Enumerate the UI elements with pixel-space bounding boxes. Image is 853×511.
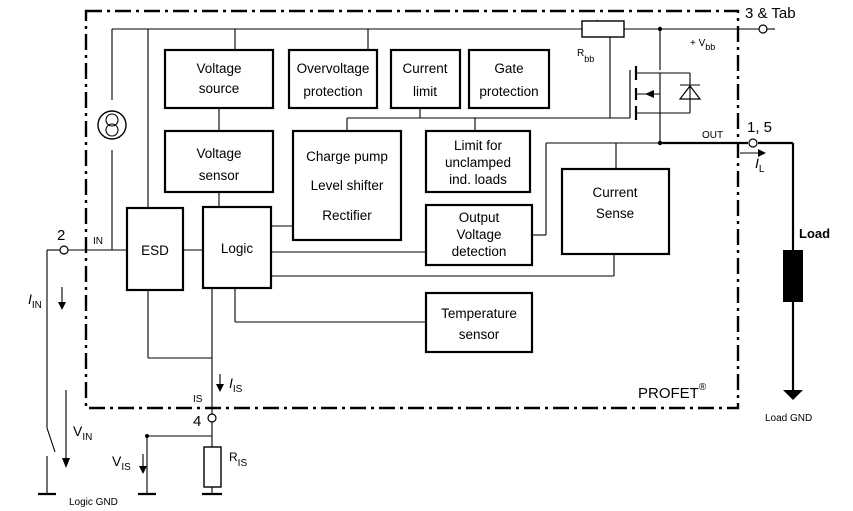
- voltage-sensor-block: Voltage sensor: [163, 129, 275, 194]
- rbb-label: Rbb: [577, 48, 594, 64]
- svg-text:Voltage: Voltage: [456, 227, 501, 242]
- vis-label: VIS: [112, 453, 131, 473]
- svg-text:unclamped: unclamped: [445, 155, 511, 170]
- svg-text:Charge pump: Charge pump: [306, 149, 388, 164]
- iin-label: IIN: [28, 291, 42, 311]
- svg-text:Gate: Gate: [494, 61, 523, 76]
- svg-text:Sense: Sense: [596, 206, 634, 221]
- current-source-symbol: [97, 110, 127, 140]
- pin-tab-circle: [758, 24, 768, 34]
- pin-is-label: 4: [193, 413, 201, 430]
- il-label: IL: [755, 155, 765, 175]
- load-label: Load: [799, 226, 830, 241]
- iis-label: IIS: [229, 375, 243, 395]
- logic-block: Logic: [201, 205, 273, 290]
- voltage-source-block: Voltage source: [163, 48, 275, 110]
- pin-in-label: 2: [57, 227, 65, 244]
- pin-tab-label: 3 & Tab: [745, 5, 796, 22]
- svg-text:limit: limit: [413, 84, 437, 99]
- svg-text:source: source: [199, 81, 240, 96]
- esd-block: ESD: [125, 206, 185, 292]
- load-element: [783, 250, 803, 302]
- svg-text:Voltage: Voltage: [196, 61, 241, 76]
- in-label: IN: [93, 236, 103, 247]
- current-limit-block: Current limit: [389, 48, 462, 110]
- power-mosfet-symbol: [629, 26, 702, 146]
- chip-boundary: [84, 9, 740, 410]
- svg-text:Temperature: Temperature: [441, 306, 517, 321]
- svg-text:protection: protection: [479, 84, 538, 99]
- vin-label: VIN: [73, 423, 92, 443]
- svg-text:protection: protection: [303, 84, 362, 99]
- charge-pump-block: Charge pump Level shifter Rectifier: [291, 129, 403, 242]
- load-gnd-symbol: [783, 390, 803, 400]
- svg-text:Overvoltage: Overvoltage: [297, 61, 370, 76]
- svg-text:Level shifter: Level shifter: [311, 178, 384, 193]
- logic-gnd-label: Logic GND: [69, 497, 118, 508]
- limit-unclamped-block: Limit for unclamped ind. loads: [424, 129, 532, 194]
- pin-out-label: 1, 5: [747, 119, 772, 136]
- is-label: IS: [193, 394, 203, 405]
- internal-wiring: [67, 20, 763, 414]
- il-arrow: [758, 149, 766, 157]
- output-voltage-detection-block: Output Voltage detection: [424, 203, 534, 267]
- temperature-sensor-block: Temperature sensor: [424, 291, 534, 354]
- out-label: OUT: [702, 130, 723, 141]
- pin-out-circle: [748, 138, 758, 148]
- svg-text:Current: Current: [592, 185, 637, 200]
- logic-input-circuit: [38, 249, 70, 496]
- svg-text:Rectifier: Rectifier: [322, 208, 372, 223]
- is-sense-circuit: [138, 374, 224, 496]
- pin-is-circle: [207, 413, 217, 423]
- vbb-label: + Vbb: [690, 38, 715, 52]
- svg-text:Current: Current: [402, 61, 447, 76]
- profet-label: PROFET®: [638, 382, 707, 402]
- svg-text:Logic: Logic: [221, 241, 254, 256]
- svg-text:detection: detection: [452, 244, 507, 259]
- current-sense-block: Current Sense: [560, 167, 671, 256]
- load-gnd-label: Load GND: [765, 413, 812, 424]
- svg-text:ESD: ESD: [141, 243, 169, 258]
- overvoltage-protection-block: Overvoltage protection: [287, 48, 379, 110]
- rbb-resistor: [581, 20, 625, 38]
- svg-text:ind. loads: ind. loads: [449, 172, 507, 187]
- svg-text:sensor: sensor: [459, 327, 500, 342]
- svg-text:sensor: sensor: [199, 168, 240, 183]
- svg-text:Output: Output: [459, 210, 500, 225]
- pin-in-circle: [59, 245, 69, 255]
- ris-label: RIS: [229, 450, 247, 469]
- svg-text:Voltage: Voltage: [196, 146, 241, 161]
- gate-protection-block: Gate protection: [467, 48, 551, 110]
- svg-text:Limit for: Limit for: [454, 138, 503, 153]
